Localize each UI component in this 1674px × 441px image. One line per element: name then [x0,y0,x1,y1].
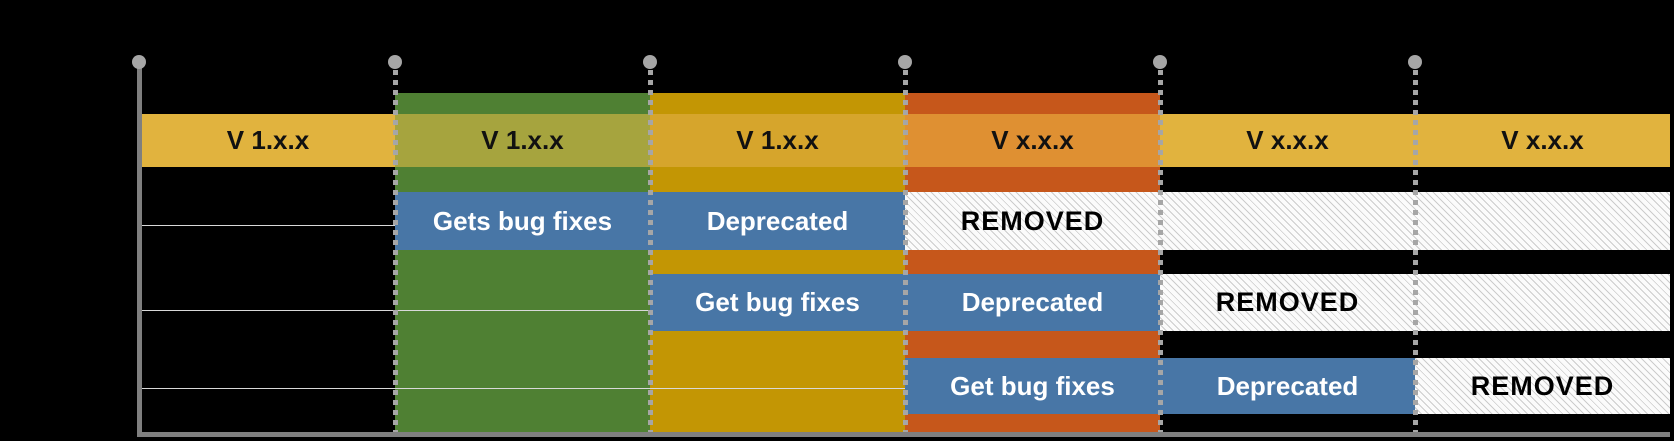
row-leader-line [139,388,905,389]
bar-label: Deprecated [961,287,1104,317]
release-dotted-line [648,70,653,436]
release-dotted-line [903,70,908,436]
bar-label: Gets bug fixes [432,205,613,236]
version-segment-3: V 1.x.x [650,114,905,167]
version-segment-label: V x.x.x [1501,125,1584,155]
bugfix-bar-row1: Gets bug fixes [395,192,650,250]
timeline-marker-dot [388,55,402,69]
removed-bar-row1: REMOVED [905,192,1670,250]
bar-label: Deprecated [706,205,849,236]
deprecated-bar-row2: Deprecated [905,274,1160,331]
timeline-marker-dot [643,55,657,69]
version-segment-label: V 1.x.x [736,125,819,155]
version-segment-label: V 1.x.x [226,125,310,155]
bugfix-bar-row3: Get bug fixes [905,358,1160,414]
bar-label: REMOVED [1215,287,1360,317]
version-segment-1: V 1.x.x [141,114,395,167]
timeline-marker-dot [1408,55,1422,69]
version-segment-label: V x.x.x [1246,125,1329,155]
release-dotted-line [393,70,398,436]
bar-label: Deprecated [1216,370,1359,401]
row-leader-line [139,225,395,226]
deprecated-bar-row1: Deprecated [650,192,905,250]
bugfix-bar-row2: Get bug fixes [650,274,905,331]
bar-label: Get bug fixes [695,287,860,317]
timeline-axis-horizontal [137,432,1670,437]
bar-label: REMOVED [960,205,1105,236]
timeline-axis-vertical [137,62,142,436]
version-segment-2: V 1.x.x [395,114,650,167]
version-segment-label: V x.x.x [991,125,1074,155]
version-segment-label: V 1.x.x [481,125,564,155]
release-dotted-line [1158,70,1163,436]
bar-label: REMOVED [1470,370,1615,401]
timeline-marker-dot [1153,55,1167,69]
release-dotted-line [1413,70,1418,436]
timeline-marker-dot [898,55,912,69]
bar-label: Get bug fixes [950,370,1115,401]
deprecated-bar-row3: Deprecated [1160,358,1415,414]
version-segment-6: V x.x.x [1415,114,1670,167]
removed-bar-row3: REMOVED [1415,358,1670,414]
version-segment-5: V x.x.x [1160,114,1415,167]
timeline-marker-dot [132,55,146,69]
version-segment-4: V x.x.x [905,114,1160,167]
